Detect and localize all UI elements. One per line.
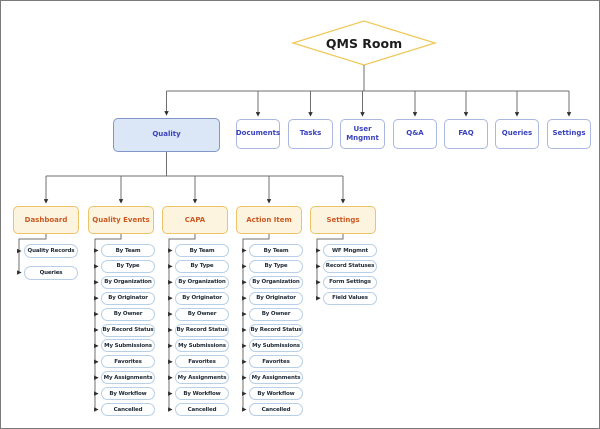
- root-node[interactable]: QMS Room: [325, 35, 403, 51]
- node-tasks[interactable]: Tasks: [288, 119, 333, 149]
- settings-item-record-statuses[interactable]: Record Statuses: [323, 259, 377, 273]
- quality-events-item-by-record-status[interactable]: By Record Status: [101, 323, 155, 337]
- quality-events-item-by-workflow[interactable]: By Workflow: [101, 387, 155, 401]
- action-item-item-favorites[interactable]: Favorites: [249, 355, 303, 369]
- capa-item-by-owner[interactable]: By Owner: [175, 307, 229, 321]
- quality-events-item-my-submissions[interactable]: My Submissions: [101, 339, 155, 353]
- capa-item-by-organization[interactable]: By Organization: [175, 275, 229, 289]
- quality-events-item-by-originator[interactable]: By Originator: [101, 291, 155, 305]
- capa-item-by-type[interactable]: By Type: [175, 259, 229, 273]
- action-item-item-by-workflow[interactable]: By Workflow: [249, 387, 303, 401]
- quality-events-item-by-owner[interactable]: By Owner: [101, 307, 155, 321]
- section-settings[interactable]: Settings: [310, 206, 376, 234]
- node-settings[interactable]: Settings: [547, 119, 591, 149]
- section-capa[interactable]: CAPA: [162, 206, 228, 234]
- settings-item-wf-mngmnt[interactable]: WF Mngmnt: [323, 244, 377, 257]
- section-dashboard[interactable]: Dashboard: [13, 206, 79, 234]
- node-faq[interactable]: FAQ: [444, 119, 488, 149]
- action-item-item-by-record-status[interactable]: By Record Status: [249, 323, 303, 337]
- action-item-item-by-team[interactable]: By Team: [249, 244, 303, 257]
- capa-item-by-workflow[interactable]: By Workflow: [175, 387, 229, 401]
- capa-item-my-assignments[interactable]: My Assignments: [175, 371, 229, 385]
- dashboard-item-quality-records[interactable]: Quality Records: [24, 244, 78, 258]
- capa-item-cancelled[interactable]: Cancelled: [175, 403, 229, 416]
- action-item-item-cancelled[interactable]: Cancelled: [249, 403, 303, 416]
- dashboard-item-queries[interactable]: Queries: [24, 265, 78, 280]
- action-item-item-by-originator[interactable]: By Originator: [249, 291, 303, 305]
- capa-item-by-originator[interactable]: By Originator: [175, 291, 229, 305]
- action-item-item-by-owner[interactable]: By Owner: [249, 307, 303, 321]
- node-q-a[interactable]: Q&A: [393, 119, 437, 149]
- node-documents[interactable]: Documents: [236, 119, 280, 149]
- quality-events-item-my-assignments[interactable]: My Assignments: [101, 371, 155, 385]
- action-item-item-my-assignments[interactable]: My Assignments: [249, 371, 303, 385]
- action-item-item-by-organization[interactable]: By Organization: [249, 275, 303, 289]
- capa-item-my-submissions[interactable]: My Submissions: [175, 339, 229, 353]
- section-action-item[interactable]: Action Item: [236, 206, 302, 234]
- action-item-item-by-type[interactable]: By Type: [249, 259, 303, 273]
- quality-events-item-cancelled[interactable]: Cancelled: [101, 403, 155, 416]
- node-quality[interactable]: Quality: [113, 118, 220, 152]
- settings-item-field-values[interactable]: Field Values: [323, 291, 377, 305]
- capa-item-by-record-status[interactable]: By Record Status: [175, 323, 229, 337]
- quality-events-item-favorites[interactable]: Favorites: [101, 355, 155, 369]
- settings-item-form-settings[interactable]: Form Settings: [323, 275, 377, 289]
- quality-events-item-by-organization[interactable]: By Organization: [101, 275, 155, 289]
- section-quality-events[interactable]: Quality Events: [88, 206, 154, 234]
- quality-events-item-by-team[interactable]: By Team: [101, 244, 155, 257]
- capa-item-favorites[interactable]: Favorites: [175, 355, 229, 369]
- capa-item-by-team[interactable]: By Team: [175, 244, 229, 257]
- quality-events-item-by-type[interactable]: By Type: [101, 259, 155, 273]
- node-queries[interactable]: Queries: [495, 119, 539, 149]
- node-user-mngmnt[interactable]: User Mngmnt: [340, 119, 385, 149]
- action-item-item-my-submissions[interactable]: My Submissions: [249, 339, 303, 353]
